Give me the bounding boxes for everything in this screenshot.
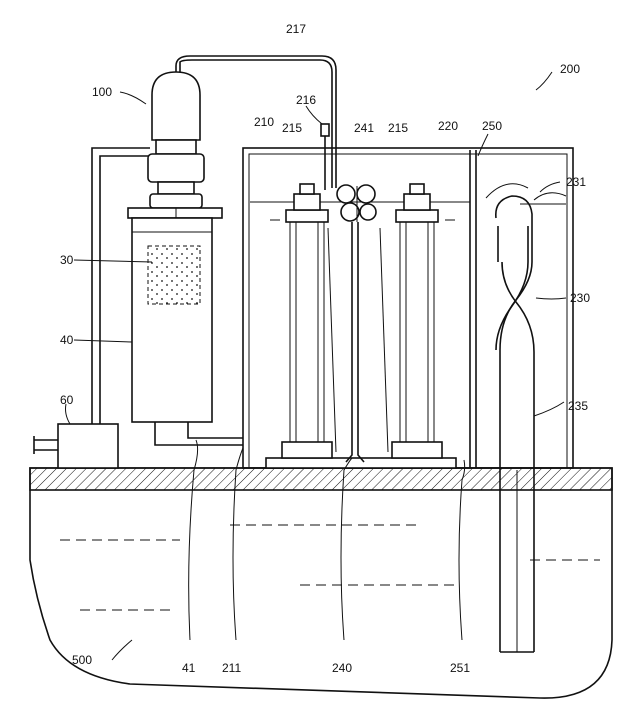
- valve-cluster: [336, 184, 377, 463]
- label-230: 230: [570, 291, 590, 305]
- label-211: 211: [222, 661, 241, 675]
- label-220: 220: [438, 119, 458, 133]
- reference-labels: 100 200 217 216 210 215 241 215 220 250 …: [60, 22, 590, 675]
- electrode-stack-left: [281, 183, 337, 459]
- label-251: 251: [450, 661, 470, 675]
- label-235: 235: [568, 399, 588, 413]
- label-240: 240: [332, 661, 352, 675]
- water-body: [29, 467, 613, 699]
- electrode-stack-right: [379, 183, 443, 459]
- label-leaders: [65, 71, 567, 661]
- label-215-left: 215: [282, 121, 302, 135]
- label-30: 30: [60, 253, 74, 267]
- tank: [242, 147, 574, 469]
- label-500: 500: [72, 653, 92, 667]
- deck-strip: [29, 467, 613, 491]
- label-41: 41: [182, 661, 196, 675]
- inlet-216: [320, 123, 330, 190]
- label-231: 231: [566, 175, 586, 189]
- label-241: 241: [354, 121, 374, 135]
- label-250: 250: [482, 119, 502, 133]
- label-217: 217: [286, 22, 306, 36]
- label-40: 40: [60, 333, 74, 347]
- generator-column: [127, 71, 223, 423]
- label-215-right: 215: [388, 121, 408, 135]
- label-60: 60: [60, 393, 74, 407]
- gas-bag: [485, 183, 567, 653]
- label-200: 200: [560, 62, 580, 76]
- label-100: 100: [92, 85, 112, 99]
- pump-unit: [33, 423, 119, 469]
- pump-pipes: [91, 147, 243, 446]
- pipe-217: [175, 55, 337, 188]
- label-210: 210: [254, 115, 274, 129]
- label-216: 216: [296, 93, 316, 107]
